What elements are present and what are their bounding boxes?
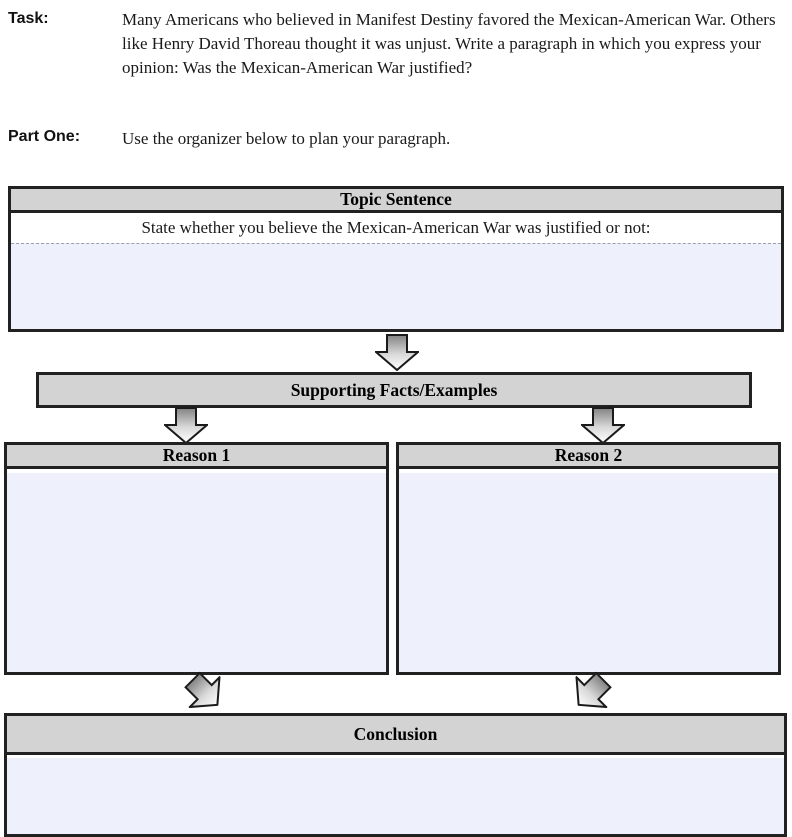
reason-1-header: Reason 1 — [7, 445, 386, 469]
reason-2-box: Reason 2 — [396, 442, 781, 675]
conclusion-box: Conclusion — [4, 713, 787, 837]
conclusion-header: Conclusion — [7, 716, 784, 755]
topic-sentence-box: Topic Sentence State whether you believe… — [8, 186, 784, 332]
down-arrow-icon — [164, 407, 208, 444]
down-right-arrow-icon — [184, 671, 221, 709]
topic-sentence-prompt: State whether you believe the Mexican-Am… — [11, 213, 781, 243]
reason-1-body — [7, 469, 386, 672]
conclusion-title: Conclusion — [353, 723, 438, 744]
down-left-arrow-icon — [575, 671, 612, 709]
down-arrow-icon — [375, 334, 419, 371]
reason-2-title: Reason 2 — [554, 445, 623, 465]
reason-1-field[interactable] — [7, 473, 386, 672]
topic-sentence-header: Topic Sentence — [11, 189, 781, 213]
task-label: Task: — [8, 10, 49, 27]
part-one-text: Use the organizer below to plan your par… — [122, 129, 451, 148]
conclusion-body — [7, 755, 784, 834]
reason-2-body — [399, 469, 778, 672]
supporting-facts-title: Supporting Facts/Examples — [290, 379, 498, 400]
reason-2-header: Reason 2 — [399, 445, 778, 469]
topic-sentence-body: State whether you believe the Mexican-Am… — [11, 213, 781, 329]
reason-1-title: Reason 1 — [162, 445, 231, 465]
reason-1-box: Reason 1 — [4, 442, 389, 675]
task-text: Many Americans who believed in Manifest … — [122, 10, 776, 77]
reason-2-field[interactable] — [399, 473, 778, 672]
down-arrow-icon — [581, 407, 625, 444]
part-one-label: Part One: — [8, 128, 81, 145]
conclusion-field[interactable] — [7, 758, 784, 834]
supporting-facts-bar: Supporting Facts/Examples — [36, 372, 752, 408]
topic-sentence-field[interactable] — [11, 243, 781, 329]
topic-sentence-title: Topic Sentence — [340, 189, 452, 209]
